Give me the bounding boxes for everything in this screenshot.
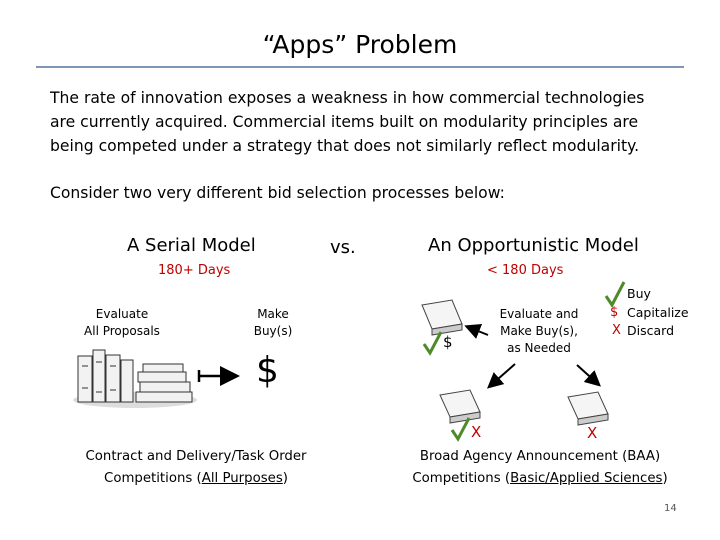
check-icon — [604, 281, 626, 308]
title-divider — [36, 66, 684, 68]
serial-caption: Contract and Delivery/Task Order Competi… — [85, 449, 307, 486]
legend-buy: Buy — [627, 286, 651, 301]
serial-days: 180+ Days — [158, 263, 231, 278]
mark-x-right: X — [587, 424, 598, 442]
serial-dollar-sign: $ — [256, 350, 279, 391]
book-icon — [567, 391, 609, 426]
book-icon — [421, 299, 463, 336]
legend-capitalize: Capitalize — [627, 305, 689, 320]
mark-x-left: X — [471, 423, 482, 441]
consider-text: Consider two very different bid selectio… — [50, 184, 505, 202]
vs-label: vs. — [330, 237, 356, 258]
intro-line-2: are currently acquired. Commercial items… — [50, 113, 639, 131]
arrow-to-evaluate-icon — [464, 324, 489, 339]
book-stack-icon — [73, 349, 197, 408]
page-number: 14 — [664, 503, 677, 514]
opportunistic-heading: An Opportunistic Model — [428, 235, 639, 256]
legend-discard-symbol: X — [612, 323, 621, 338]
book-icon — [439, 389, 481, 424]
check-icon — [450, 417, 471, 442]
arrow-to-right-book-icon — [576, 364, 601, 387]
serial-heading: A Serial Model — [127, 235, 256, 256]
arrow-to-left-book-icon — [486, 363, 516, 389]
opportunistic-caption: Broad Agency Announcement (BAA) Competit… — [412, 449, 668, 486]
page-title: “Apps” Problem — [262, 30, 458, 59]
legend-discard: Discard — [627, 323, 674, 338]
check-icon — [422, 331, 443, 356]
intro-line-1: The rate of innovation exposes a weaknes… — [50, 89, 645, 107]
mark-dollar: $ — [443, 333, 453, 351]
legend-capitalize-symbol: $ — [610, 305, 619, 320]
opportunistic-days: < 180 Days — [487, 263, 564, 278]
intro-line-3: being competed under a strategy that doe… — [50, 137, 640, 155]
serial-arrow-icon — [197, 366, 240, 386]
